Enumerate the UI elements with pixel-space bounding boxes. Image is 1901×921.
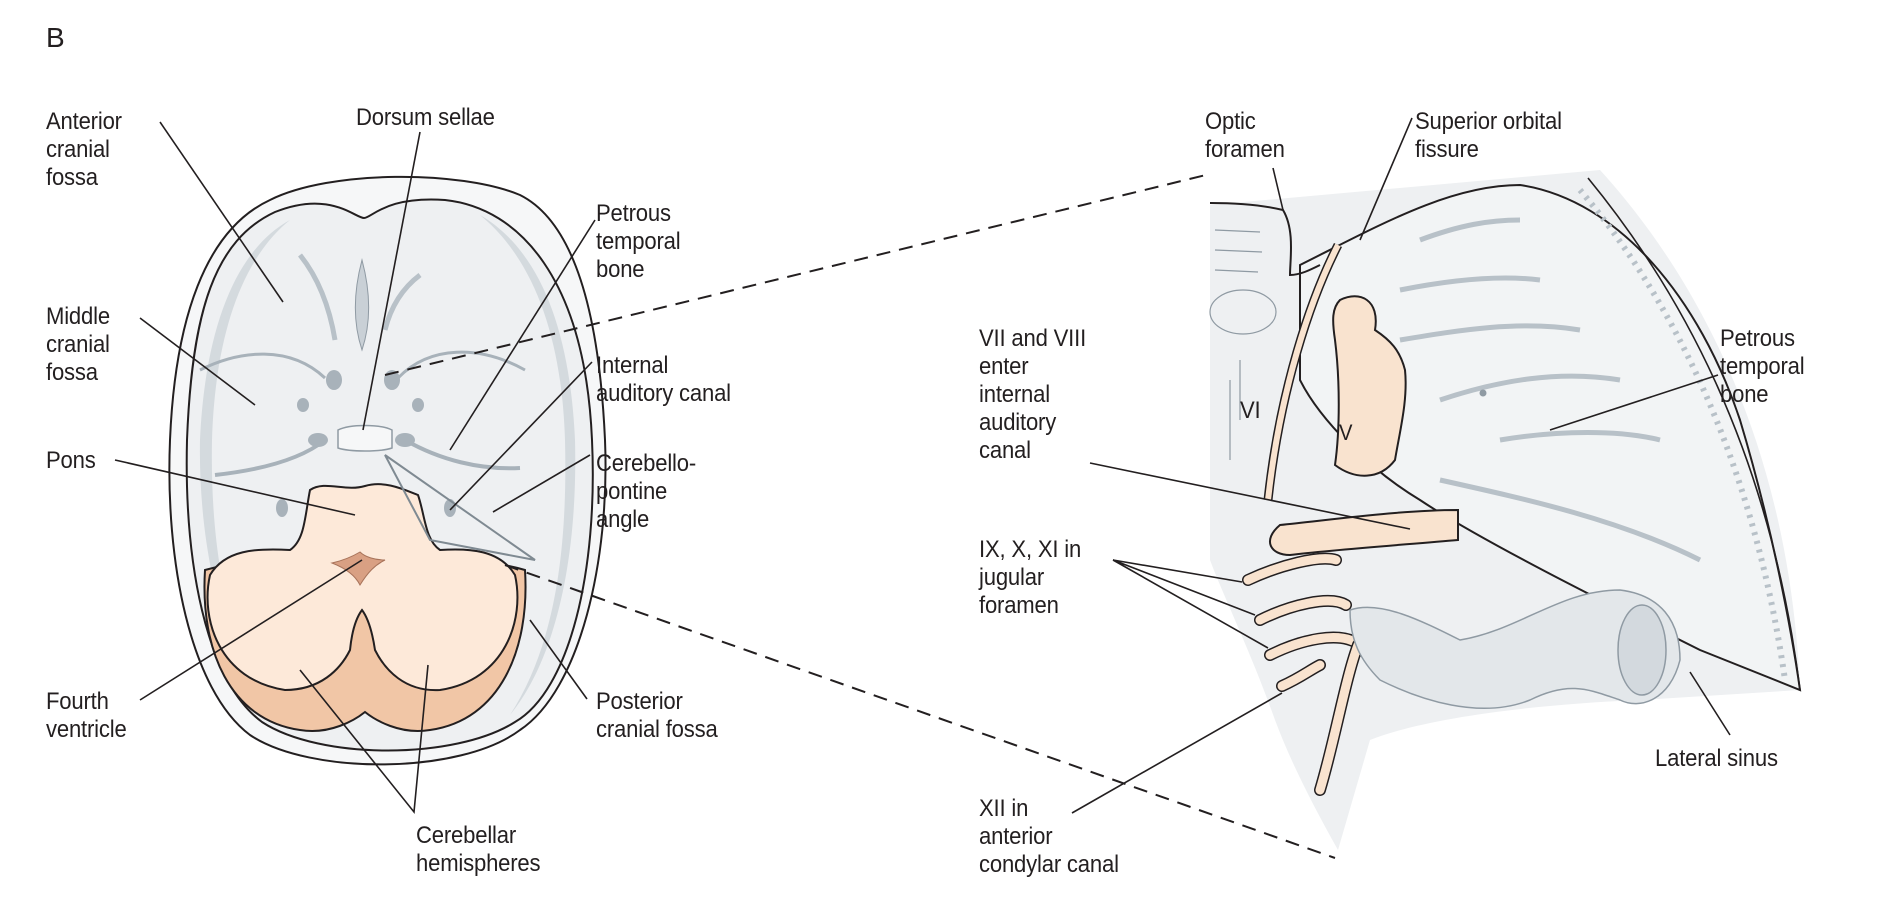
dorsum-sellae	[337, 424, 393, 452]
leader-cerebellar-hemispheres	[299, 664, 429, 815]
foramen-right-2	[395, 433, 415, 447]
label-optic-foramen: Optic foramen	[1205, 108, 1285, 163]
label-petrous-temporal-bone: Petrous temporal bone	[596, 200, 681, 283]
pituitary-tissue	[1209, 289, 1277, 335]
right-leader-lines	[1071, 117, 1731, 814]
leader-anterior-cranial-fossa	[159, 121, 284, 303]
leader-posterior-cranial-fossa	[529, 619, 588, 700]
lateral-sinus-opening	[1617, 604, 1667, 696]
leader-internal-auditory-canal	[449, 361, 593, 511]
label-petrous-temporal-bone-right: Petrous temporal bone	[1720, 325, 1805, 408]
leader-vii-viii	[1089, 462, 1411, 530]
crista-galli	[354, 258, 370, 352]
label-anterior-cranial-fossa: Anterior cranial fossa	[46, 108, 122, 191]
frontal-ridge-left	[298, 253, 338, 341]
frontal-ridge-right	[382, 273, 422, 331]
skull-cortex-line	[1587, 177, 1801, 691]
label-pons: Pons	[46, 447, 96, 474]
label-nerve-v: V	[1339, 420, 1353, 445]
optic-foramen-shape	[1209, 202, 1321, 277]
projection-line-bottom	[504, 564, 1336, 859]
label-middle-cranial-fossa: Middle cranial fossa	[46, 303, 110, 386]
nerve-xii	[1276, 639, 1364, 796]
label-xii: XII in anterior condylar canal	[979, 795, 1119, 878]
label-nerve-vi: VI	[1240, 397, 1261, 424]
cp-angle-triangle	[384, 454, 536, 561]
clinoid-left	[326, 370, 342, 390]
iac-left	[276, 499, 288, 517]
leader-petrous-temporal-bone	[449, 219, 596, 451]
label-cerebellopontine-angle: Cerebello- pontine angle	[596, 450, 697, 533]
foramen-right-1	[412, 398, 424, 412]
label-cerebellar-hemispheres: Cerebellar hemispheres	[416, 822, 541, 877]
leader-dorsum-sellae	[362, 131, 421, 431]
left-leader-lines	[114, 121, 596, 815]
foramen-left-1	[297, 398, 309, 412]
petrous-point	[1479, 389, 1487, 397]
skull-base	[168, 175, 607, 766]
petrous-ridge-right	[404, 438, 521, 471]
label-dorsum-sellae: Dorsum sellae	[356, 104, 495, 131]
enlarged-view	[1209, 170, 1802, 850]
label-vii-viii: VII and VIII enter internal auditory can…	[979, 325, 1087, 464]
label-ix-x-xi: IX, X, XI in jugular foramen	[979, 536, 1082, 619]
label-posterior-cranial-fossa: Posterior cranial fossa	[596, 688, 718, 743]
brainstem-cerebellum	[206, 483, 519, 692]
lateral-sinus-shape	[1349, 589, 1681, 710]
projection-lines	[384, 174, 1336, 859]
nerve-vi-fill	[1265, 243, 1341, 501]
leader-cerebellopontine-angle	[492, 454, 591, 513]
leader-superior-orbital-fissure	[1359, 117, 1413, 241]
label-internal-auditory-canal: Internal auditory canal	[596, 352, 731, 407]
sphenoid-wing-left	[199, 352, 327, 380]
petrous-ridges	[1399, 217, 1702, 563]
foramen-left-2	[308, 433, 328, 447]
projection-line-top	[384, 174, 1207, 376]
label-lateral-sinus: Lateral sinus	[1655, 745, 1778, 772]
leader-lateral-sinus	[1689, 671, 1731, 736]
leader-petrous-temporal-bone-right	[1549, 374, 1719, 431]
leader-middle-cranial-fossa	[139, 317, 256, 406]
leader-fourth-ventricle	[139, 559, 363, 701]
fourth-ventricle-shape	[330, 551, 386, 587]
leader-xii	[1071, 692, 1283, 814]
nerve-v	[1332, 295, 1407, 477]
nerves-ix-x-xi	[1242, 552, 1366, 661]
leader-optic-foramen	[1272, 167, 1284, 211]
leader-ix-x-xi	[1112, 559, 1269, 649]
leader-pons	[114, 459, 356, 516]
label-superior-orbital-fissure: Superior orbital fissure	[1415, 108, 1562, 163]
panel-letter: B	[46, 22, 65, 53]
label-fourth-ventricle: Fourth ventricle	[46, 688, 127, 743]
